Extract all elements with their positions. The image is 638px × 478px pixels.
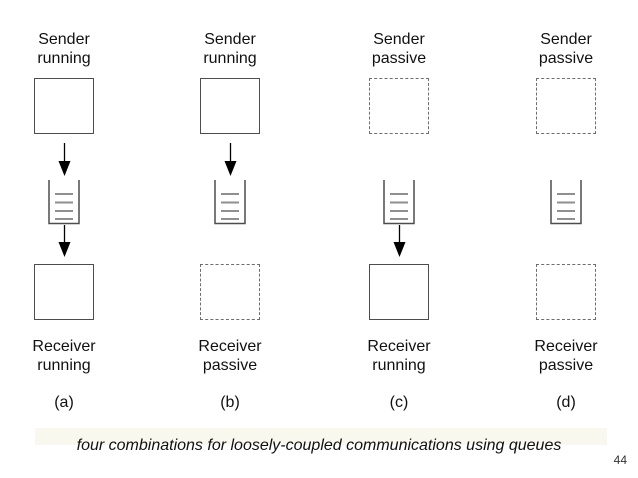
queue-icon (48, 180, 80, 225)
queue-icon (383, 180, 415, 225)
sender-box (369, 78, 429, 134)
receiver-box (536, 264, 596, 320)
queue-to-receiver-arrow-slot (223, 225, 238, 264)
receiver-box (369, 264, 429, 320)
column-letter: (b) (220, 394, 240, 411)
receiver-label: Receiver running (367, 337, 430, 375)
sender-label-line1: Sender (540, 31, 592, 48)
receiver-label-line1: Receiver (32, 338, 96, 355)
sender-label: Sender running (203, 30, 256, 68)
page-number: 44 (613, 453, 627, 467)
queue-to-receiver-arrow-slot (559, 225, 574, 264)
column-letter: (d) (556, 394, 576, 411)
receiver-box (34, 264, 94, 320)
sender-box (34, 78, 94, 134)
sender-to-queue-arrow-slot (223, 134, 238, 180)
caption: four combinations for loosely-coupled co… (76, 437, 562, 454)
receiver-label: Receiver passive (534, 337, 597, 375)
sender-to-queue-arrow down-arrow-icon (58, 143, 70, 176)
caption-highlight-band (35, 428, 607, 445)
receiver-box (200, 264, 260, 320)
receiver-label-line2: running (372, 357, 426, 374)
sender-to-queue-arrow down-arrow-icon (224, 143, 236, 176)
sender-to-queue-arrow-slot (57, 134, 72, 180)
queue-to-receiver-arrow-slot (57, 225, 72, 264)
receiver-label-line1: Receiver (198, 338, 262, 355)
sender-label: Sender running (37, 30, 90, 68)
receiver-label-line1: Receiver (367, 338, 431, 355)
sender-label-line2: passive (538, 50, 594, 67)
sender-label-line1: Sender (204, 31, 256, 48)
sender-label: Sender passive (539, 30, 593, 68)
receiver-label-line2: passive (538, 357, 594, 374)
column-letter: (a) (54, 394, 74, 411)
receiver-label-line2: passive (202, 357, 258, 374)
sender-label-line2: running (203, 50, 257, 67)
sender-label-line2: passive (371, 50, 427, 67)
sender-label-line1: Sender (38, 31, 90, 48)
receiver-label-line1: Receiver (534, 338, 598, 355)
receiver-label: Receiver passive (198, 337, 261, 375)
combination-column-b: Sender running Receiver passive (170, 30, 290, 412)
combination-column-c: Sender passive Receiver running (339, 30, 459, 412)
receiver-label-line2: running (37, 357, 91, 374)
queue-to-receiver-arrow-slot (392, 225, 407, 264)
sender-label-line1: Sender (373, 31, 425, 48)
sender-box (536, 78, 596, 134)
sender-box (200, 78, 260, 134)
receiver-label: Receiver running (32, 337, 95, 375)
sender-to-queue-arrow-slot (392, 134, 407, 180)
queue-to-receiver-arrow down-arrow-icon (58, 225, 70, 257)
queue-to-receiver-arrow down-arrow-icon (393, 225, 405, 257)
combination-column-a: Sender running Receiver running (4, 30, 124, 412)
sender-label-line2: running (37, 50, 91, 67)
queue-icon (214, 180, 246, 225)
sender-label: Sender passive (372, 30, 426, 68)
column-letter: (c) (389, 394, 409, 411)
combination-column-d: Sender passive Receiver passive (506, 30, 626, 412)
queue-icon (550, 180, 582, 225)
sender-to-queue-arrow-slot (559, 134, 574, 180)
